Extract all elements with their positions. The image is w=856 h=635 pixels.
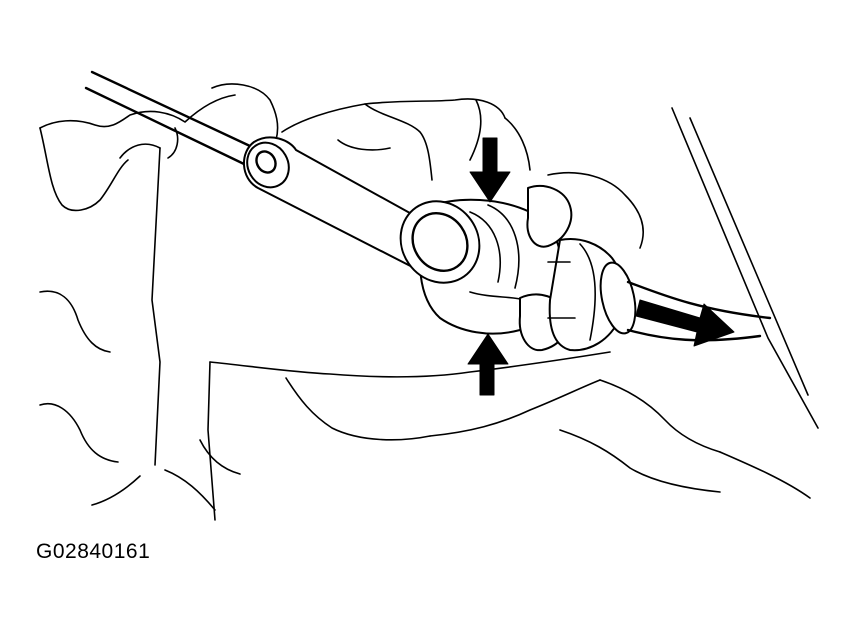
housing-outline <box>39 83 819 521</box>
arrow-down-icon <box>469 137 511 203</box>
figure-code: G02840161 <box>36 540 151 563</box>
arrow-up-icon <box>467 333 509 396</box>
connector-assembly <box>399 185 772 352</box>
arrow-right-icon <box>635 299 735 347</box>
